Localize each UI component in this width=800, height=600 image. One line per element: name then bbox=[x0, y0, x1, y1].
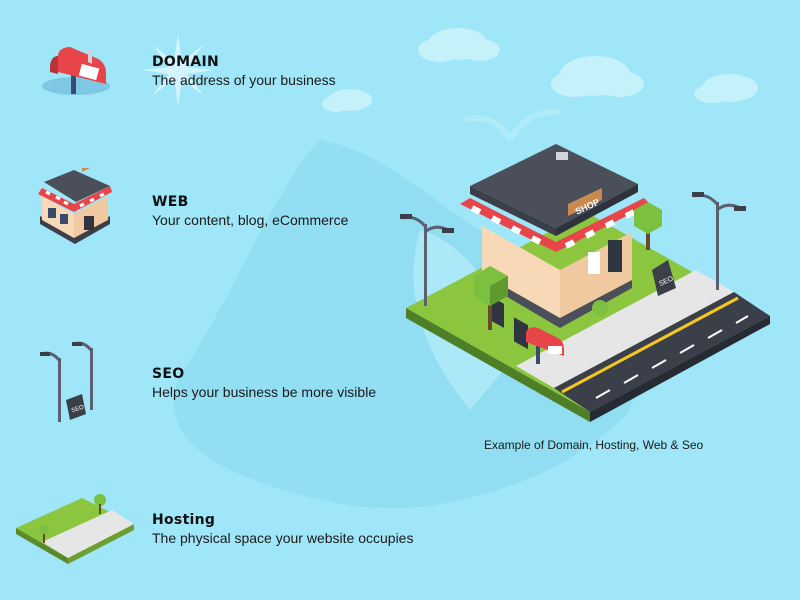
svg-text:SEO: SEO bbox=[71, 405, 85, 415]
shop-door bbox=[608, 240, 622, 272]
shop-street-illustration: SHOP SEO bbox=[400, 144, 770, 422]
tree-left bbox=[474, 266, 508, 330]
domain-item: DOMAIN The address of your business bbox=[152, 54, 336, 88]
menu-board bbox=[588, 252, 600, 274]
illustration-caption: Example of Domain, Hosting, Web & Seo bbox=[484, 438, 704, 452]
sidewalk bbox=[516, 270, 734, 388]
street-lamp-left bbox=[400, 214, 454, 306]
bush bbox=[592, 300, 608, 316]
hosting-description: The physical space your website occupies bbox=[152, 530, 414, 546]
tree-right bbox=[634, 202, 662, 250]
web-title: WEB bbox=[152, 194, 189, 210]
street-lamp-right bbox=[692, 192, 746, 290]
hosting-item: Hosting The physical space your website … bbox=[152, 512, 413, 546]
web-description: Your content, blog, eCommerce bbox=[152, 212, 349, 228]
sunburst-decoration bbox=[142, 34, 214, 106]
seo-title: SEO bbox=[152, 366, 185, 382]
domain-description: The address of your business bbox=[152, 72, 336, 88]
mailbox-icon bbox=[42, 47, 110, 95]
cloud-decoration bbox=[322, 28, 758, 112]
road bbox=[554, 292, 770, 412]
mailbox bbox=[526, 327, 564, 364]
shop-window bbox=[514, 317, 528, 350]
street-lamp-icon: SEO bbox=[40, 341, 93, 422]
seo-description: Helps your business be more visible bbox=[152, 384, 377, 400]
seo-item: SEO Helps your business be more visible bbox=[152, 366, 376, 400]
shop-left-wall bbox=[482, 226, 560, 318]
hosting-title: Hosting bbox=[152, 512, 216, 528]
palm-decoration bbox=[464, 108, 561, 142]
land-plot-icon bbox=[16, 494, 134, 564]
shop-roof bbox=[470, 144, 638, 228]
web-item: WEB Your content, blog, eCommerce bbox=[152, 194, 348, 228]
shop-icon bbox=[38, 168, 112, 244]
domain-title: DOMAIN bbox=[152, 54, 220, 70]
seo-sign: SEO bbox=[652, 260, 676, 296]
